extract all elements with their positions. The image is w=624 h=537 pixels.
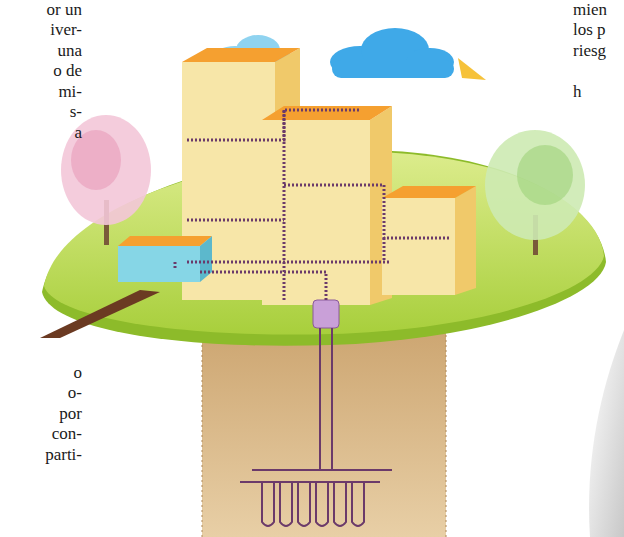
heat-pump bbox=[313, 300, 339, 328]
text-fragment: o bbox=[74, 363, 83, 383]
ground-loop bbox=[240, 328, 392, 526]
green-tree bbox=[485, 130, 585, 255]
cloud bbox=[330, 28, 454, 78]
text-fragment: los p bbox=[573, 20, 606, 40]
text-fragment: riesg bbox=[573, 41, 606, 61]
pool bbox=[118, 236, 212, 282]
text-fragment: h bbox=[573, 82, 582, 102]
text-fragment: s- bbox=[70, 102, 82, 122]
text-fragment: una bbox=[57, 41, 82, 61]
sun bbox=[458, 58, 486, 80]
text-fragment: con- bbox=[52, 424, 82, 444]
text-fragment: parti- bbox=[45, 445, 82, 465]
text-fragment: mi- bbox=[58, 82, 82, 102]
text-fragment: mien bbox=[573, 0, 607, 20]
blossom-tree bbox=[61, 115, 151, 245]
text-fragment: o- bbox=[68, 383, 82, 403]
text-fragment: a bbox=[74, 123, 82, 143]
text-fragment: o de bbox=[53, 61, 82, 81]
footpath bbox=[40, 290, 160, 338]
building bbox=[182, 48, 476, 305]
text-fragment: or un bbox=[47, 0, 82, 20]
text-fragment: iver- bbox=[50, 20, 82, 40]
corner-shade bbox=[589, 330, 624, 537]
pipe-network bbox=[175, 110, 450, 300]
text-fragment: por bbox=[59, 404, 82, 424]
